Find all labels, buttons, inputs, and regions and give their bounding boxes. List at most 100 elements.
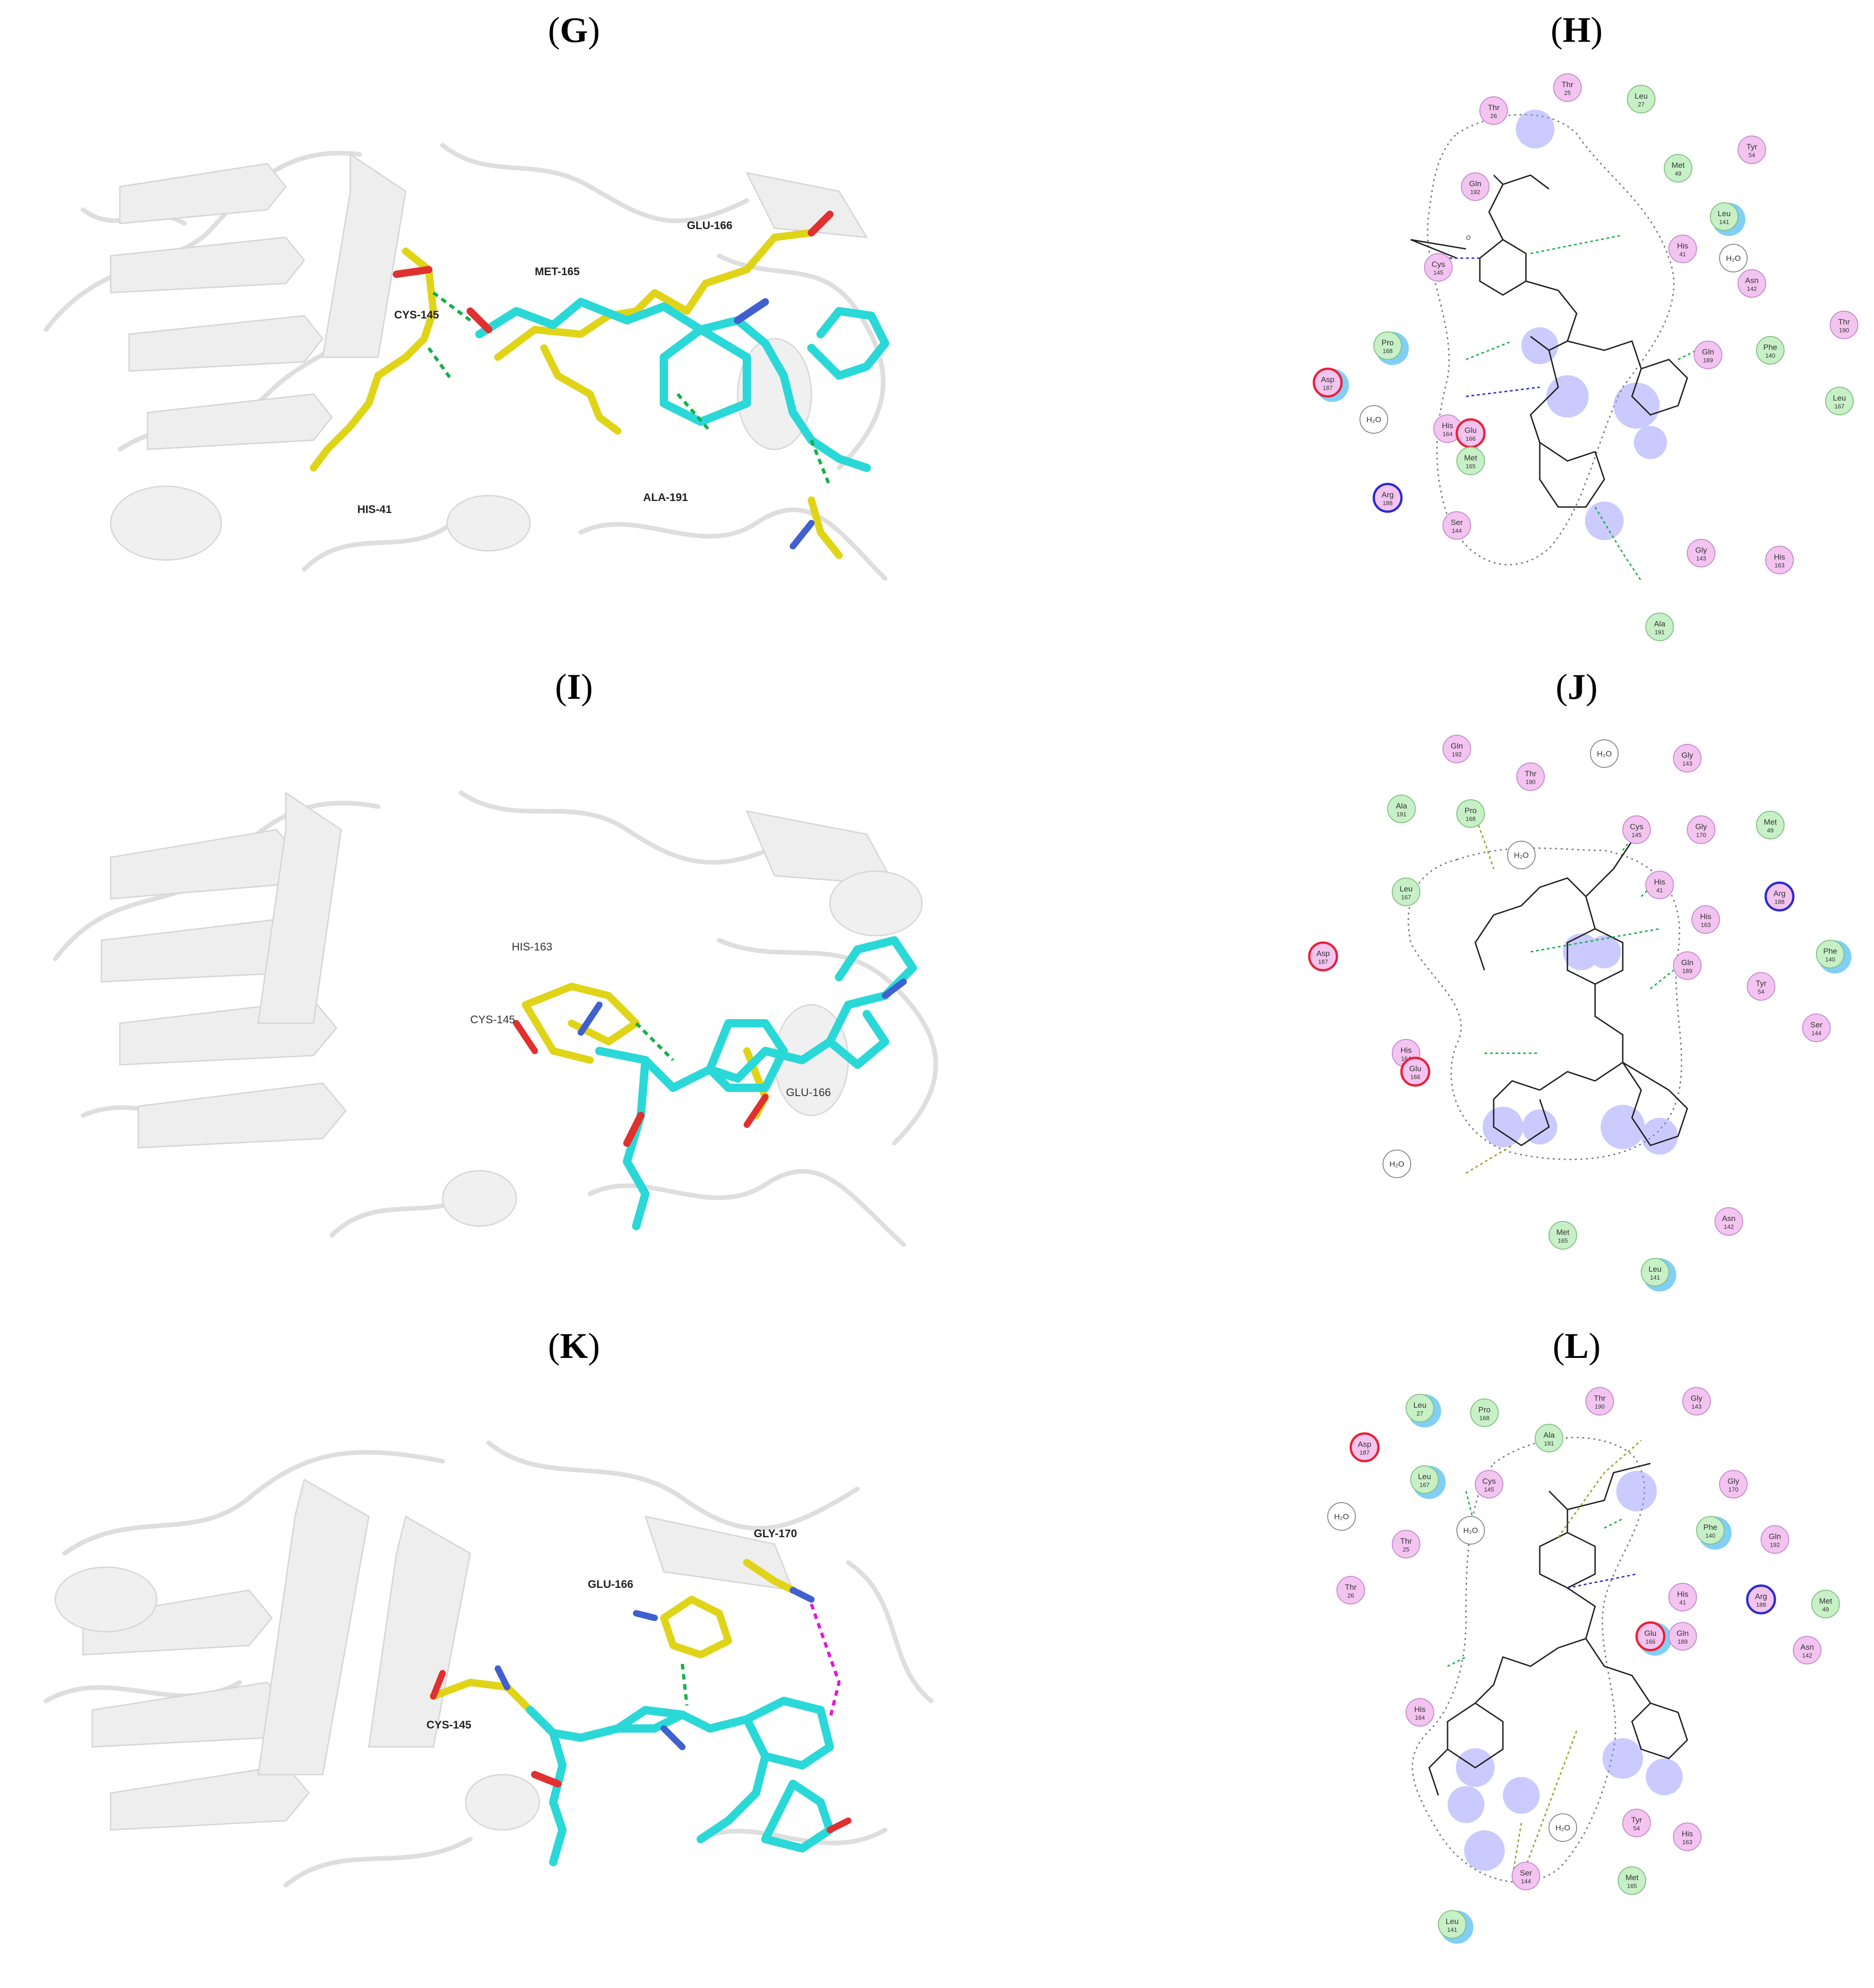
residue-label-his41: HIS-41 [357, 503, 392, 516]
residue-name: Arg [1774, 889, 1785, 898]
residue-number: 165 [1466, 463, 1476, 470]
residue-circle [1694, 341, 1722, 369]
residue-circle [1627, 85, 1655, 113]
residue-number: 190 [1839, 327, 1849, 334]
residue-number: 49 [1767, 827, 1774, 834]
residue-circle [1811, 1590, 1840, 1618]
residue-node: H₂O [1383, 1150, 1411, 1178]
residue-circle [1645, 871, 1674, 899]
residue-name: Pro [1382, 338, 1394, 347]
residue-number: 192 [1470, 189, 1480, 195]
residue-circle [1549, 1813, 1577, 1842]
residue-number: 145 [1484, 1486, 1494, 1493]
residue-number: 189 [1682, 967, 1692, 974]
residue-name: Asn [1800, 1643, 1814, 1652]
residue-name: Gln [1451, 742, 1463, 750]
residue-number: 165 [1558, 1237, 1568, 1244]
residue-name: H₂O [1366, 415, 1381, 424]
residue-circle [1410, 1465, 1439, 1494]
residue-node: H₂O [1360, 405, 1388, 434]
residue-name: Met [1819, 1597, 1833, 1605]
residue-name: Met [1464, 454, 1478, 462]
residue-circle [1664, 154, 1692, 183]
residue-name: Ser [1810, 1021, 1823, 1029]
residue-circle [1442, 735, 1471, 763]
residue-circle [1336, 1576, 1365, 1605]
residue-number: 167 [1834, 403, 1844, 410]
residue-circle [1687, 539, 1715, 567]
residue-circle [1327, 1502, 1356, 1531]
residue-circle [1673, 744, 1702, 773]
residue-number: 167 [1419, 1481, 1430, 1488]
residue-number: 189 [1703, 357, 1713, 364]
residue-name: Ala [1396, 802, 1407, 810]
panel-label-j: (J) [1555, 667, 1598, 707]
residue-circle [1387, 795, 1416, 823]
residue-name: Gly [1727, 1477, 1739, 1486]
residue-label-cys145: CYS-145 [426, 1719, 471, 1731]
residue-circle [1461, 172, 1490, 201]
residue-circle [1738, 269, 1766, 298]
residue-number: 188 [1774, 898, 1785, 905]
residue-name: Glu [1644, 1629, 1656, 1638]
residue-name: H₂O [1463, 1526, 1478, 1535]
residue-circle [1691, 905, 1720, 934]
residue-circle [1442, 511, 1471, 540]
residue-circle [1456, 799, 1485, 828]
residue-number: 142 [1724, 1223, 1734, 1230]
residue-number: 140 [1705, 1532, 1715, 1539]
residue-number: 190 [1595, 1403, 1605, 1410]
residue-name: Asp [1358, 1440, 1371, 1449]
residue-number: 49 [1675, 170, 1681, 177]
residue-circle [1764, 881, 1795, 912]
residue-circle [1830, 311, 1858, 339]
residue-circle [1682, 1387, 1711, 1416]
residue-name: Gly [1695, 546, 1707, 555]
residue-number: 187 [1318, 958, 1328, 965]
residue-circle [1756, 336, 1785, 365]
interaction-diagram-l [1272, 1380, 1872, 1980]
protein-render-k: GLY-170 GLU-166 CYS-145 [28, 1424, 950, 1927]
residue-circle [1696, 1516, 1725, 1545]
residue-name: Glu [1409, 1064, 1421, 1073]
residue-name: Ala [1543, 1431, 1555, 1439]
residue-name: Leu [1635, 92, 1648, 100]
residue-name: Glu [1465, 426, 1477, 435]
residue-circle [1714, 1207, 1743, 1236]
residue-number: 170 [1696, 832, 1706, 838]
residue-number: 168 [1466, 815, 1476, 822]
residue-circle [1668, 1583, 1697, 1611]
panel-label-l: (L) [1553, 1326, 1601, 1366]
residue-number: 170 [1728, 1486, 1738, 1493]
residue-number: 140 [1765, 352, 1775, 359]
residue-number: 144 [1521, 1878, 1531, 1885]
residue-number: 163 [1701, 921, 1711, 928]
residue-number: 54 [1633, 1825, 1640, 1832]
residue-circle [1719, 1470, 1748, 1498]
residue-circle [1372, 483, 1403, 513]
residue-number: 145 [1433, 269, 1443, 276]
residue-name: Thr [1594, 1394, 1606, 1403]
